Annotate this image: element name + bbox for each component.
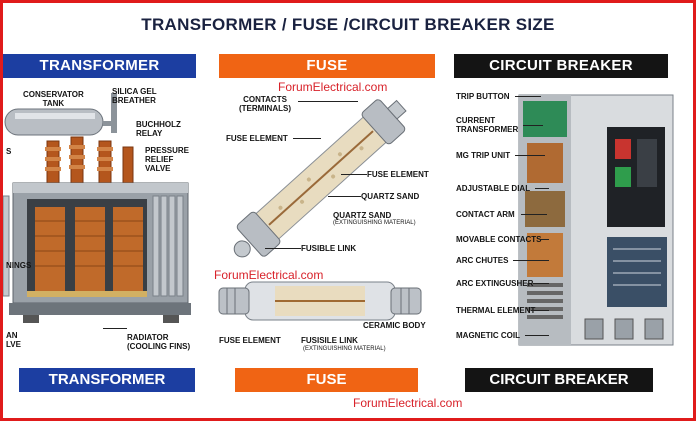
label-trip-button: TRIP BUTTON: [456, 92, 510, 101]
label-radiator: RADIATOR (COOLING FINS): [127, 333, 191, 351]
label-arc-extinguisher: ARC EXTINGUSHER: [456, 279, 534, 288]
breaker-footer: CIRCUIT BREAKER: [465, 368, 653, 392]
label-magnetic-coil: MAGNETIC COIL: [456, 331, 520, 340]
leader-contacts: [298, 101, 358, 102]
transformer-header: TRANSFORMER: [3, 54, 196, 78]
label-fuse-element-right: FUSE ELEMENT: [367, 170, 429, 179]
breaker-illustration: [518, 94, 674, 346]
watermark-bottom: ForumElectrical.com: [353, 396, 463, 410]
leader-trip-button: [515, 96, 541, 97]
leader-adjustable-dial: [535, 188, 549, 189]
label-bushings: S: [6, 147, 12, 156]
label-windings: NINGS: [6, 261, 32, 270]
leader-quartz-sand-1: [328, 196, 361, 197]
label-fusisile-link-sub: (EXTINGUISHING MATERIAL): [303, 346, 386, 352]
label-conservator-tank: CONSERVATOR TANK: [23, 90, 84, 108]
label-quartz-sand-2-sub: (EXTINGUISHING MATERIAL): [333, 220, 416, 226]
leader-fusible-link: [265, 248, 301, 249]
label-buchholz-relay: BUCHHOLZ RELAY: [136, 120, 181, 138]
label-fusisile-link: FUSISILE LINK: [301, 336, 358, 345]
label-thermal-element: THERMAL ELEMENT: [456, 306, 536, 315]
label-drain-valve: AN LVE: [6, 331, 21, 349]
leader-magnetic-coil: [525, 335, 549, 336]
label-quartz-sand-2: QUARTZ SAND: [333, 211, 392, 220]
label-current-transformer: CURRENT TRANSFORMER: [456, 116, 519, 134]
watermark-top: ForumElectrical.com: [278, 80, 388, 94]
leader-thermal-element: [531, 310, 549, 311]
label-quartz-sand-1: QUARTZ SAND: [361, 192, 420, 201]
label-movable-contacts: MOVABLE CONTACTS: [456, 235, 542, 244]
label-fuse-element-bottom: FUSE ELEMENT: [219, 336, 281, 345]
leader-mg-trip-unit: [515, 155, 545, 156]
leader-current-transformer: [523, 125, 543, 126]
label-fusible-link: FUSIBLE LINK: [301, 244, 357, 253]
watermark-middle: ForumElectrical.com: [214, 268, 324, 282]
label-arc-chutes: ARC CHUTES: [456, 256, 509, 265]
breaker-header: CIRCUIT BREAKER: [454, 54, 668, 78]
label-contact-arm: CONTACT ARM: [456, 210, 515, 219]
leader-arc-chutes: [513, 260, 549, 261]
label-silica-gel-breather: SILICA GEL BREATHER: [112, 87, 157, 105]
label-adjustable-dial: ADJUSTABLE DIAL: [456, 184, 531, 193]
leader-fuse-element-right: [341, 174, 367, 175]
label-contacts: CONTACTS (TERMINALS): [239, 95, 291, 113]
fuse-footer: FUSE: [235, 368, 418, 392]
label-pressure-relief-valve: PRESSURE RELIEF VALVE: [145, 146, 190, 173]
transformer-illustration: [3, 93, 191, 323]
fuse-header: FUSE: [219, 54, 435, 78]
transformer-footer: TRANSFORMER: [19, 368, 195, 392]
label-mg-trip-unit: MG TRIP UNIT: [456, 151, 511, 160]
leader-radiator: [103, 328, 127, 329]
label-ceramic-body: CERAMIC BODY: [363, 321, 426, 330]
label-fuse-element-top: FUSE ELEMENT: [226, 134, 288, 143]
fuse-illustration-top: [233, 99, 407, 258]
leader-contact-arm: [521, 214, 547, 215]
fuse-illustration-bottom: [218, 281, 422, 321]
leader-fuse-element-top: [293, 138, 321, 139]
leader-arc-extinguisher: [533, 283, 549, 284]
leader-movable-contacts: [541, 239, 549, 240]
page-title: TRANSFORMER / FUSE /CIRCUIT BREAKER SIZE: [141, 15, 555, 34]
